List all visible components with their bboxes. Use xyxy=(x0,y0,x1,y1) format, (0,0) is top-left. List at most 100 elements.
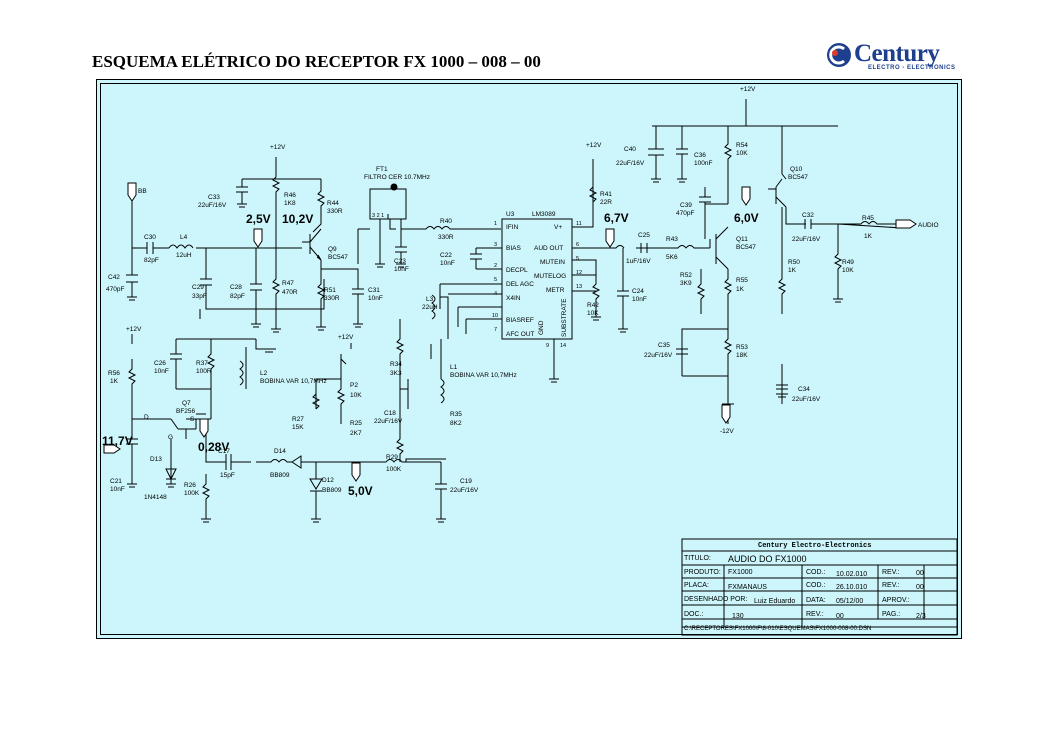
label: 10nF xyxy=(440,260,455,267)
label: 7 xyxy=(494,327,497,333)
label: 8K2 xyxy=(450,420,462,427)
label: 5K6 xyxy=(666,254,678,261)
label: 330R xyxy=(324,295,340,302)
logo-tagline: ELECTRO - ELECTRONICS xyxy=(868,65,956,71)
label: S xyxy=(190,416,195,423)
label: IFIN xyxy=(506,224,519,231)
label: 3K3 xyxy=(390,370,402,377)
label: 2 xyxy=(494,263,497,269)
label: C25 xyxy=(638,232,650,239)
voltage-probes xyxy=(103,182,917,482)
label: R47 xyxy=(282,280,294,287)
label: 5 xyxy=(494,277,497,283)
rev-label: REV.: xyxy=(882,582,900,589)
label: FT1 xyxy=(376,166,388,173)
title-block: Century Electro-Electronics TITULO: AUDI… xyxy=(682,539,957,635)
probe-icon xyxy=(199,418,209,438)
label: 10 xyxy=(492,313,498,319)
rev-value: 00 xyxy=(836,613,844,620)
label: MUTELOG xyxy=(534,273,566,280)
voltage-label: 5,0V xyxy=(348,484,373,498)
label: 12 xyxy=(576,270,582,276)
label: 15pF xyxy=(220,472,235,479)
label: R52 xyxy=(680,272,692,279)
pag-value: 2/3 xyxy=(916,613,926,620)
label: BB xyxy=(138,188,147,195)
label: R35 xyxy=(450,411,462,418)
produto-value: FX1000 xyxy=(728,569,753,576)
label: C36 xyxy=(694,152,706,159)
titulo-value: AUDIO DO FX1000 xyxy=(728,554,807,564)
label: 22uF/16V xyxy=(198,202,227,209)
label: 3K9 xyxy=(680,280,692,287)
label: 100nF xyxy=(694,160,712,167)
label: 1K xyxy=(736,286,745,293)
titulo-label: TITULO: xyxy=(684,555,711,562)
lm3089-body xyxy=(501,218,573,340)
label: C32 xyxy=(802,212,814,219)
label: R41 xyxy=(600,191,612,198)
label: D12 xyxy=(322,477,334,484)
label: 22uF/16V xyxy=(792,396,821,403)
label: C23 xyxy=(394,258,406,265)
placa-value: FXMANAUS xyxy=(728,584,767,591)
label: C42 xyxy=(108,274,120,281)
label: 10K xyxy=(736,150,748,157)
company-logo: Century ELECTRO - ELECTRONICS xyxy=(826,40,966,74)
label: C33 xyxy=(208,194,220,201)
label: +12V xyxy=(126,326,142,333)
label: 1K xyxy=(110,378,119,385)
label: 10nF xyxy=(154,368,169,375)
label: 2K7 xyxy=(350,430,362,437)
label: 1K xyxy=(864,233,873,240)
rev-label: REV.: xyxy=(806,611,824,618)
label: C34 xyxy=(798,386,810,393)
label: L1 xyxy=(450,364,458,371)
label: X4IN xyxy=(506,295,521,302)
label: GND xyxy=(538,320,545,335)
data-label: DATA: xyxy=(806,597,826,604)
label: 1K8 xyxy=(284,200,296,207)
label: P2 xyxy=(350,382,358,389)
label: D xyxy=(144,414,149,421)
company-name: Century Electro-Electronics xyxy=(758,542,872,550)
label: C26 xyxy=(154,360,166,367)
label: Q11 xyxy=(736,236,748,243)
schematic-frame xyxy=(100,83,958,635)
label: 470pF xyxy=(676,210,694,217)
label: C35 xyxy=(658,342,670,349)
label: R42 xyxy=(587,302,599,309)
label: C18 xyxy=(384,410,396,417)
label: 10nF xyxy=(110,486,125,493)
label: R51 xyxy=(324,287,336,294)
label: R26 xyxy=(184,482,196,489)
label: BC547 xyxy=(328,254,348,261)
voltage-label: 2,5V xyxy=(246,212,271,226)
label: 100R xyxy=(196,368,212,375)
label: 33pF xyxy=(192,293,207,300)
label: C31 xyxy=(368,287,380,294)
label: 10nF xyxy=(394,266,409,273)
label: BIAS xyxy=(506,245,521,252)
doc-value: 130 xyxy=(732,613,744,620)
audio-output-arrow-icon xyxy=(895,219,917,229)
label: BOBINA VAR 10,7MHz xyxy=(450,372,517,379)
label: 9 xyxy=(546,343,549,349)
label: 82pF xyxy=(144,257,159,264)
label: L2 xyxy=(260,370,268,377)
label: LM3089 xyxy=(532,211,556,218)
circuit-diagram: BB C30 82pF L4 12uH C42 470pF C33 22uF/1… xyxy=(102,86,958,636)
label: R53 xyxy=(736,344,748,351)
label: V+ xyxy=(554,224,562,231)
label: 1 xyxy=(494,221,497,227)
label: R54 xyxy=(736,142,748,149)
label: 10nF xyxy=(368,295,383,302)
label: 4 xyxy=(494,291,497,297)
century-logo-icon xyxy=(827,43,851,67)
label: METR xyxy=(546,287,565,294)
label: R34 xyxy=(390,361,402,368)
label: R40 xyxy=(440,218,452,225)
cod-label: COD.: xyxy=(806,582,826,589)
label: R44 xyxy=(327,200,339,207)
cod-value: 10.02.010 xyxy=(836,571,868,578)
